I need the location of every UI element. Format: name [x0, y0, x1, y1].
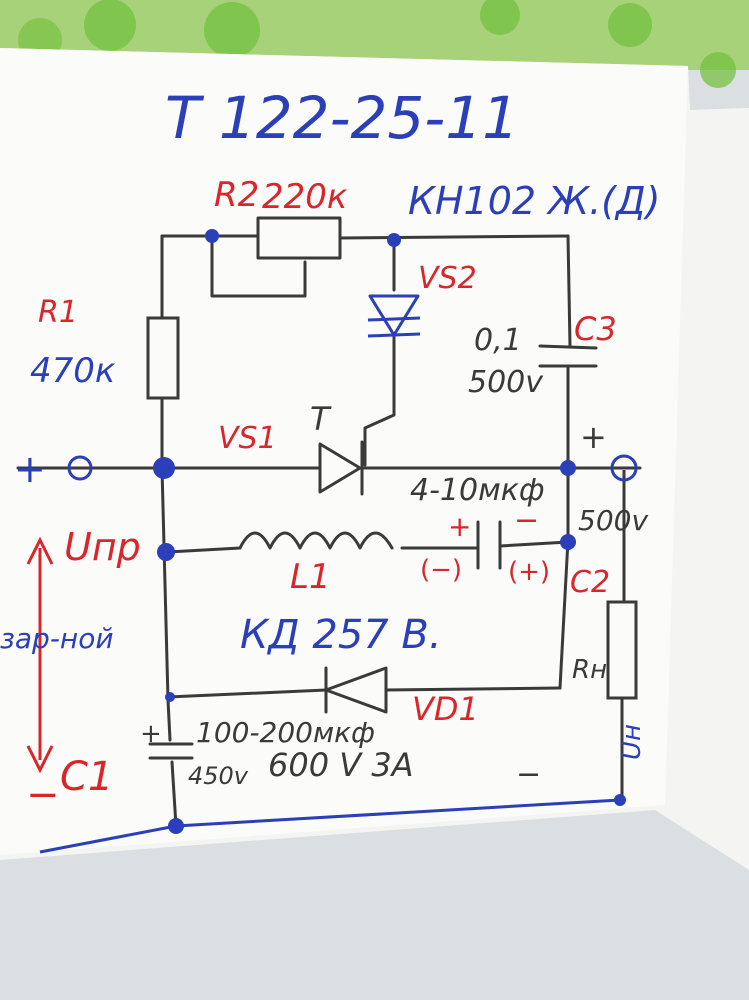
wire-right-top — [566, 234, 572, 348]
c1-value: 100-200мкф — [196, 716, 375, 749]
c3-voltage: 500v — [468, 365, 544, 400]
u-pr-label: Uпр — [64, 525, 141, 569]
c2-left-polarity-alt: (−) — [420, 555, 462, 585]
c2-voltage: 500v — [578, 504, 648, 537]
r1-value: 470к — [30, 351, 116, 391]
wire-c2-right — [498, 540, 570, 548]
wire-c1-top — [166, 698, 172, 742]
wallpaper-dot — [204, 2, 260, 58]
c2-right-polarity: − — [514, 503, 539, 538]
resistor-r1 — [146, 316, 180, 400]
junction-dot — [560, 534, 576, 550]
thyristor-vs1 — [318, 442, 362, 494]
wallpaper-dot — [480, 0, 520, 35]
junction-dot — [560, 460, 576, 476]
wire-vd1-right — [384, 686, 562, 692]
vd1-label: VD1 — [412, 690, 479, 728]
vs1-label: VS1 — [218, 421, 277, 456]
bottom-minus: − — [516, 757, 541, 792]
thyristor-vs2 — [367, 294, 421, 338]
c1-label: C1 — [60, 754, 113, 800]
wallpaper-dot — [84, 0, 136, 51]
junction-dot — [205, 229, 219, 243]
r2-label: R2 — [214, 175, 259, 215]
resistor-r2 — [256, 216, 342, 260]
u-note: зар-ной — [0, 622, 114, 655]
junction-dots — [153, 229, 626, 834]
c2-right-polarity-alt: (+) — [508, 557, 550, 587]
wallpaper-dot — [700, 52, 736, 88]
vs1-type: T — [310, 400, 332, 438]
wallpaper-dot — [608, 3, 652, 47]
junction-dot — [614, 794, 626, 806]
wire-left-rail — [160, 466, 170, 702]
junction-dot — [387, 233, 401, 247]
r2-value: 220к — [262, 177, 348, 217]
right-plus: + — [580, 418, 607, 456]
r2-note: КН102 Ж.(Д) — [408, 179, 661, 223]
c1-voltage: 450v — [188, 762, 249, 790]
terminal-right — [610, 454, 638, 482]
wire-top-right — [338, 234, 570, 240]
r2-wiper — [210, 234, 307, 298]
terminal-left — [67, 455, 93, 481]
c1-plus: + — [140, 719, 162, 749]
inductor-l1 — [238, 531, 394, 550]
l1-label: L1 — [290, 557, 331, 597]
c2-left-polarity: + — [448, 510, 471, 543]
c3-label: C3 — [574, 310, 617, 348]
wire-vd1-left — [166, 688, 328, 699]
c2-value: 4-10мкф — [410, 473, 545, 508]
r1-label: R1 — [38, 295, 78, 330]
left-plus: + — [14, 447, 46, 491]
vd1-rating: 600 V 3A — [268, 746, 414, 784]
u-pr-arrow — [26, 536, 54, 774]
wire-vs2-gate — [363, 333, 396, 467]
title: T 122-25-11 — [165, 84, 519, 152]
c3-plate-top — [538, 344, 598, 350]
rh-label: Rн — [572, 655, 607, 685]
c3-value: 0,1 — [474, 323, 522, 358]
paper-front — [0, 48, 688, 855]
wire-c1-bottom — [170, 760, 178, 828]
junction-dot — [153, 457, 175, 479]
diode-type: КД 257 В. — [240, 612, 442, 658]
junction-dot — [157, 543, 175, 561]
u-load-label: Uн — [617, 724, 647, 760]
load-branch — [606, 470, 638, 800]
junction-dot — [168, 818, 184, 834]
c1-minus: − — [26, 772, 60, 818]
junction-dot — [165, 692, 175, 702]
vs2-label: VS2 — [418, 261, 477, 296]
c2-label: C2 — [570, 565, 610, 600]
wire-l1-left — [166, 546, 242, 554]
